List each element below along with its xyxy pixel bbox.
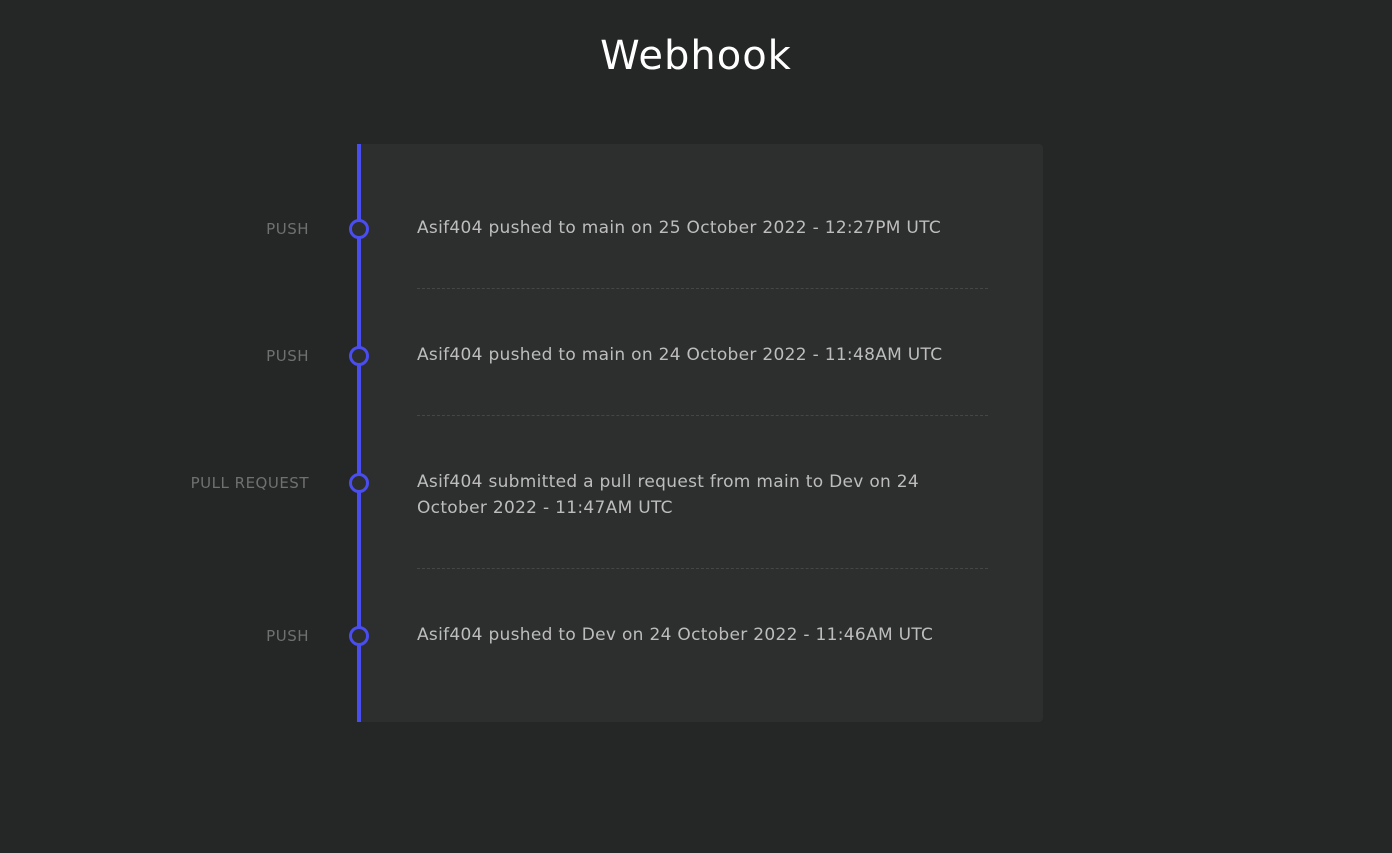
timeline-dot-icon (349, 219, 369, 239)
timeline-line (357, 144, 361, 722)
event-divider (417, 568, 988, 569)
event-description: Asif404 submitted a pull request from ma… (417, 472, 920, 518)
event-divider (417, 415, 988, 416)
timeline-dot-icon (349, 346, 369, 366)
event-description: Asif404 pushed to main on 25 October 202… (417, 218, 942, 238)
event-type-label: PUSH (266, 347, 309, 365)
event-divider (417, 288, 988, 289)
page-title: Webhook (600, 33, 792, 79)
event-type-label: PUSH (266, 220, 309, 238)
timeline-dot-icon (349, 626, 369, 646)
event-description: Asif404 pushed to main on 24 October 202… (417, 345, 943, 365)
timeline-card (359, 144, 1043, 722)
event-description: Asif404 pushed to Dev on 24 October 2022… (417, 625, 934, 645)
timeline-dot-icon (349, 473, 369, 493)
event-type-label: PULL REQUEST (190, 474, 309, 492)
event-type-label: PUSH (266, 627, 309, 645)
